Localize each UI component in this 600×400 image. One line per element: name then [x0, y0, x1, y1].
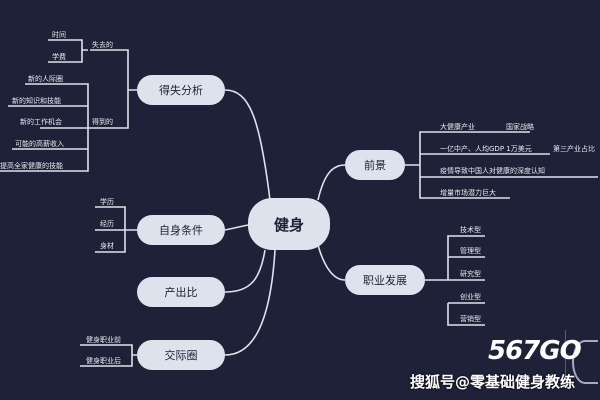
node-prospects[interactable]: 前景 — [345, 150, 405, 180]
leaf-item: 第三产业占比 — [553, 145, 595, 153]
node-self-conditions[interactable]: 自身条件 — [137, 215, 225, 245]
leaf-item: 营销型 — [460, 315, 481, 323]
leaf-item: 学费 — [52, 53, 66, 61]
watermark-logo: 567GO — [488, 336, 582, 366]
leaf-item: 新的知识和技能 — [12, 97, 61, 105]
seal-logo — [572, 340, 598, 384]
leaf-gain-label: 得到的 — [92, 118, 113, 126]
watermark-text: 搜狐号@零基础健身教练 — [410, 373, 576, 391]
leaf-item: 研究型 — [460, 270, 481, 278]
leaf-item: 提高全家健康的技能 — [0, 162, 63, 170]
leaf-item: 健身职业后 — [86, 357, 121, 365]
leaf-item: 新的工作机会 — [20, 118, 62, 126]
leaf-item: 创业型 — [460, 293, 481, 301]
leaf-item: 增量市场潜力巨大 — [440, 189, 496, 197]
node-career[interactable]: 职业发展 — [345, 265, 425, 295]
leaf-item: 国家战略 — [506, 123, 534, 131]
node-gains-losses[interactable]: 得失分析 — [137, 75, 225, 105]
central-node[interactable]: 健身 — [248, 198, 330, 250]
leaf-item: 疫情导致中国人对健康的深度认知 — [440, 167, 545, 175]
leaf-item: 经历 — [100, 220, 114, 228]
leaf-lose-label: 失去的 — [92, 41, 113, 49]
node-social[interactable]: 交际圈 — [137, 340, 225, 370]
leaf-item: 身材 — [100, 242, 114, 250]
node-roi[interactable]: 产出比 — [137, 277, 225, 307]
leaf-item: 一亿中产、人均GDP 1万美元 — [440, 145, 532, 153]
leaf-item: 技术型 — [460, 226, 481, 234]
leaf-item: 新的人际圈 — [28, 75, 63, 83]
leaf-item: 大健康产业 — [440, 123, 475, 131]
leaf-item: 可能的高薪收入 — [15, 140, 64, 148]
leaf-item: 学历 — [100, 198, 114, 206]
leaf-item: 健身职业前 — [86, 336, 121, 344]
leaf-item: 时间 — [52, 31, 66, 39]
leaf-item: 管理型 — [460, 247, 481, 255]
divider — [565, 330, 566, 385]
